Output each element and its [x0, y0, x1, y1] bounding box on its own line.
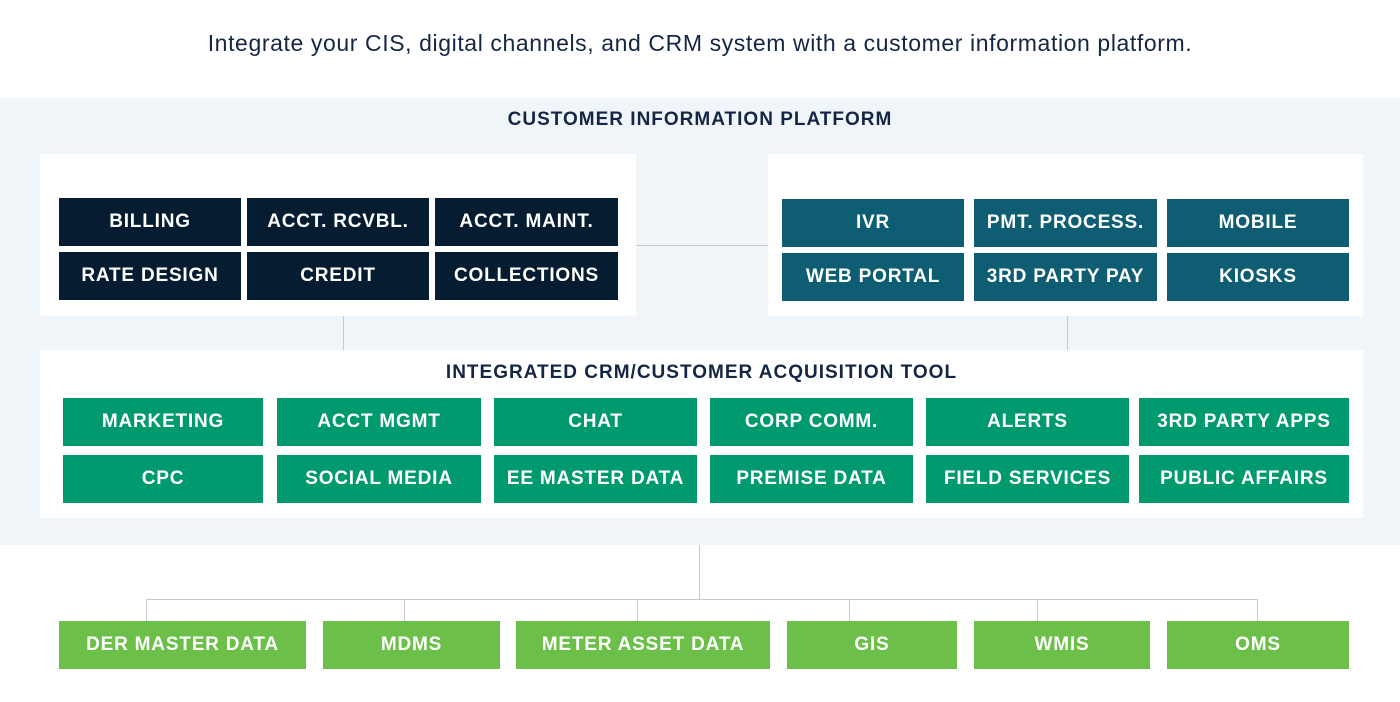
connector-drop-gis — [849, 599, 850, 621]
connector-platform-trunk — [699, 545, 700, 599]
crm-module-social-media: SOCIAL MEDIA — [277, 455, 481, 503]
connector-drop-wmis — [1037, 599, 1038, 621]
crm-title: INTEGRATED CRM/CUSTOMER ACQUISITION TOOL — [445, 362, 958, 383]
source-oms: OMS — [1167, 621, 1349, 669]
crm-module-3rd-party-apps: 3RD PARTY APPS — [1139, 398, 1349, 446]
channel-mobile: MOBILE — [1167, 199, 1349, 247]
channel-ivr: IVR — [782, 199, 964, 247]
source-gis: GIS — [787, 621, 957, 669]
page-headline: Integrate your CIS, digital channels, an… — [207, 30, 1193, 56]
connector-drop-mdms — [404, 599, 405, 621]
crm-module-corp-comm: CORP COMM. — [710, 398, 913, 446]
cis-module-acct-rcvbl: ACCT. RCVBL. — [247, 198, 429, 246]
channel-web-portal: WEB PORTAL — [782, 253, 964, 301]
connector-digital-to-crm — [1067, 316, 1068, 350]
source-mdms: MDMS — [323, 621, 500, 669]
channel-3rd-party-pay: 3RD PARTY PAY — [974, 253, 1157, 301]
platform-title: CUSTOMER INFORMATION PLATFORM — [507, 109, 893, 130]
source-meter-asset-data: METER ASSET DATA — [516, 621, 770, 669]
crm-module-field-services: FIELD SERVICES — [926, 455, 1129, 503]
cis-module-credit: CREDIT — [247, 252, 429, 300]
connector-drop-der — [146, 599, 147, 621]
crm-module-cpc: CPC — [63, 455, 263, 503]
crm-module-alerts: ALERTS — [926, 398, 1129, 446]
crm-module-acct-mgmt: ACCT MGMT — [277, 398, 481, 446]
cis-module-collections: COLLECTIONS — [435, 252, 618, 300]
connector-cis-to-crm — [343, 316, 344, 350]
crm-module-marketing: MARKETING — [63, 398, 263, 446]
cis-module-acct-maint: ACCT. MAINT. — [435, 198, 618, 246]
crm-module-ee-master-data: EE MASTER DATA — [494, 455, 697, 503]
source-der-master-data: DER MASTER DATA — [59, 621, 306, 669]
connector-cis-to-digital — [636, 245, 768, 246]
cis-module-rate-design: RATE DESIGN — [59, 252, 241, 300]
cis-module-billing: BILLING — [59, 198, 241, 246]
connector-drop-oms — [1257, 599, 1258, 621]
channel-kiosks: KIOSKS — [1167, 253, 1349, 301]
channel-pmt-process: PMT. PROCESS. — [974, 199, 1157, 247]
source-wmis: WMIS — [974, 621, 1150, 669]
connector-drop-meter — [637, 599, 638, 621]
crm-module-premise-data: PREMISE DATA — [710, 455, 913, 503]
connector-sources-bus — [146, 599, 1258, 600]
crm-module-public-affairs: PUBLIC AFFAIRS — [1139, 455, 1349, 503]
crm-module-chat: CHAT — [494, 398, 697, 446]
